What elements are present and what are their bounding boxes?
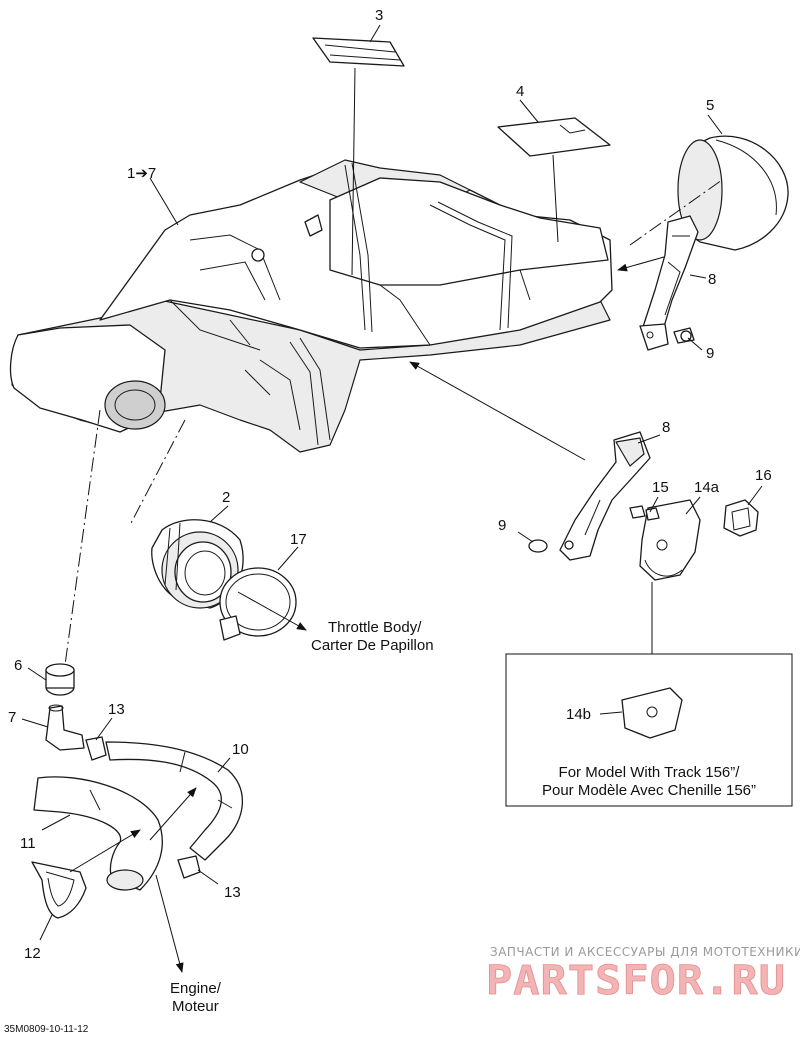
part-12-strap (31, 861, 87, 919)
part-7-elbow (45, 704, 85, 751)
callout-9-upper: 9 (706, 345, 714, 362)
part-2-adaptor (151, 519, 244, 609)
callout-2: 2 (222, 489, 230, 506)
throttle-body-note-line1: Throttle Body/ (328, 619, 422, 636)
part-14a-clip-assembly (629, 499, 759, 581)
part-6-grommet (45, 663, 75, 696)
callout-5: 5 (706, 97, 714, 114)
callout-13-lower: 13 (224, 884, 241, 901)
callout-4: 4 (516, 83, 524, 100)
watermark-brand: PARTSFOR.RU (486, 958, 786, 1004)
part-8-bracket-upper (639, 215, 699, 351)
callout-17: 17 (290, 531, 307, 548)
callout-9-lower: 9 (498, 517, 506, 534)
callout-8-lower: 8 (662, 419, 670, 436)
callout-15: 15 (652, 479, 669, 496)
part-10-hose (105, 741, 243, 861)
leader-lines (21, 24, 763, 941)
engine-note-line1: Engine/ (170, 980, 222, 997)
callout-6: 6 (14, 657, 22, 674)
engine-note-line2: Moteur (172, 998, 219, 1015)
part-13-clamp-upper (85, 736, 107, 761)
callout-10: 10 (232, 741, 249, 758)
part-11-hose (33, 776, 163, 891)
callout-11: 11 (20, 835, 36, 852)
drawing-code: 35M0809-10-11-12 (4, 1024, 89, 1035)
notes: Throttle Body/ Carter De Papillon Engine… (170, 619, 756, 1015)
callout-3: 3 (375, 7, 383, 24)
part-8-bracket-lower (528, 431, 651, 561)
assembly-lines (64, 179, 723, 973)
part-4-plate (497, 117, 611, 157)
model-note-line2: Pour Modèle Avec Chenille 156” (542, 782, 756, 799)
part-3-screen (312, 37, 405, 67)
part-17-clamp (219, 567, 297, 641)
callout-7: 7 (8, 709, 16, 726)
callout-labels: 3 4 5 1➔7 8 9 8 9 15 14a 16 2 17 6 7 13 … (8, 7, 772, 962)
model-note-line1: For Model With Track 156”/ (559, 764, 741, 781)
part-5-cylinder (677, 135, 789, 251)
watermark-tagline: ЗАПЧАСТИ И АКСЕССУАРЫ ДЛЯ МОТОТЕХНИКИ (490, 945, 800, 959)
callout-13-upper: 13 (108, 701, 125, 718)
callout-1-to-7: 1➔7 (127, 165, 156, 182)
part-13-clamp-lower (177, 855, 201, 879)
part-14b-clip (621, 687, 683, 739)
air-silencer-housing (9, 159, 613, 453)
callout-12: 12 (24, 945, 41, 962)
throttle-body-note-line2: Carter De Papillon (311, 637, 434, 654)
callout-14a: 14a (694, 479, 720, 496)
callout-16: 16 (755, 467, 772, 484)
callout-14b: 14b (566, 706, 591, 723)
callout-8-upper: 8 (708, 271, 716, 288)
